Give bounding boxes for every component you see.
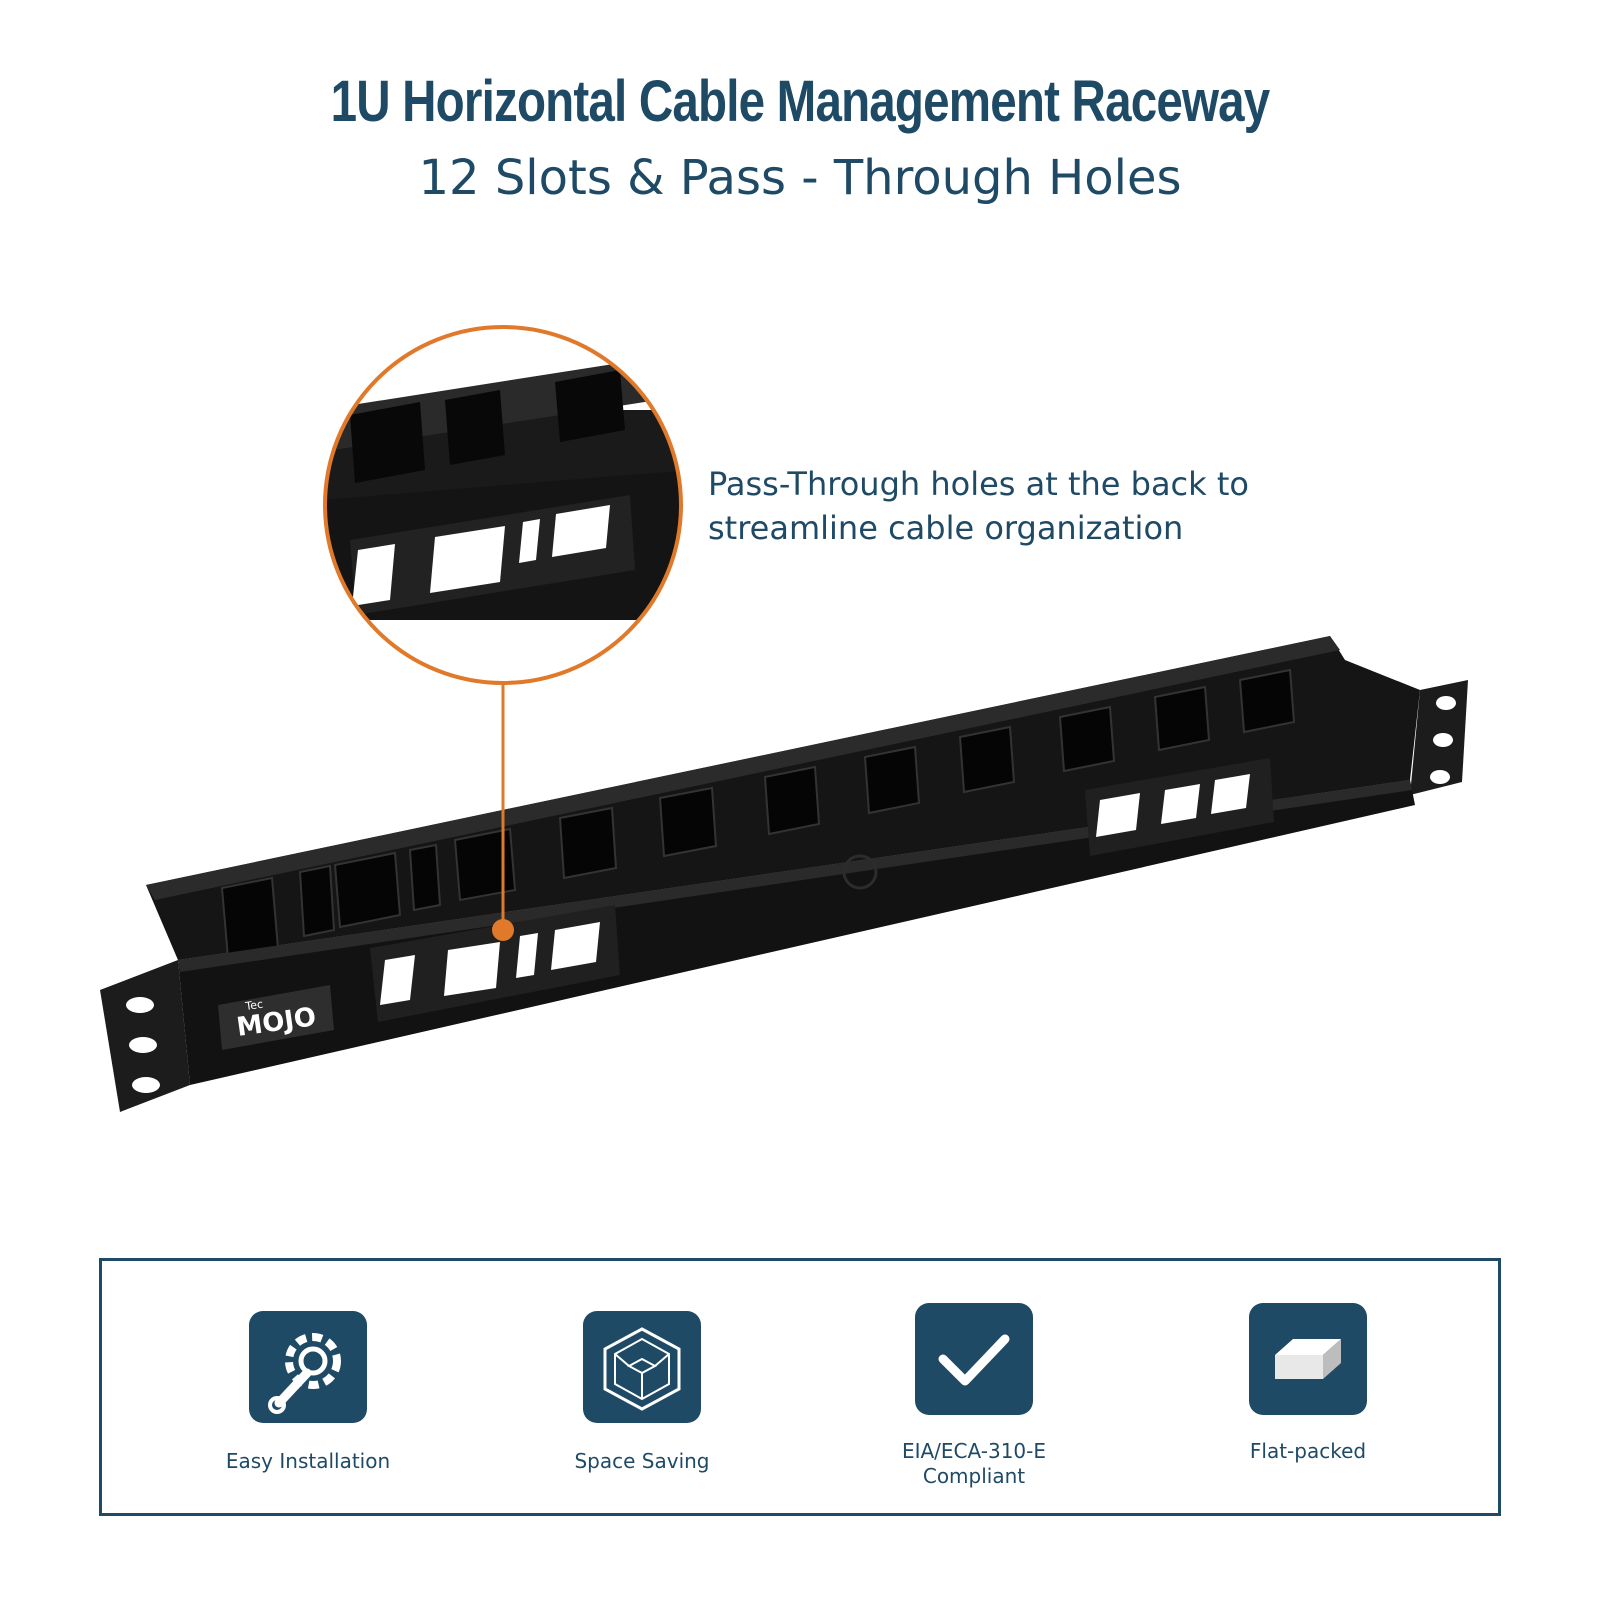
pass-through-callout: Pass-Through holes at the back to stream… <box>708 462 1328 550</box>
pass-through-hole-left <box>370 905 620 1022</box>
left-rack-ear <box>100 960 190 1112</box>
flat-box-icon <box>1249 1303 1367 1415</box>
feature-label: Space Saving <box>574 1449 710 1473</box>
pass-through-hole-right <box>1085 758 1274 856</box>
page-subtitle: 12 Slots & Pass - Through Holes <box>418 150 1182 206</box>
features-panel: Easy Installation Space Saving EIA/ECA-3… <box>99 1258 1501 1516</box>
feature-label: EIA/ECA-310-E <box>901 1439 1047 1463</box>
center-screw <box>842 854 878 890</box>
callout-line-1: Pass-Through holes at the back to <box>708 465 1249 503</box>
feature-label: Flat-packed <box>1249 1439 1367 1463</box>
finger-slots <box>220 668 1296 960</box>
product-illustration: Tec MOJO <box>100 325 1468 1112</box>
feature-label-line-2: Compliant <box>922 1464 1026 1488</box>
callout-line-2: streamline cable organization <box>708 509 1184 547</box>
checkmark-icon <box>915 1303 1033 1415</box>
feature-label: Easy Installation <box>225 1449 391 1473</box>
wrench-gear-icon <box>249 1311 367 1423</box>
zoom-callout <box>323 325 683 941</box>
page-title: 1U Horizontal Cable Management Raceway <box>330 69 1271 134</box>
cube-icon <box>583 1311 701 1423</box>
right-rack-ear <box>1410 680 1468 795</box>
logo-small-text: Tec <box>244 998 264 1013</box>
